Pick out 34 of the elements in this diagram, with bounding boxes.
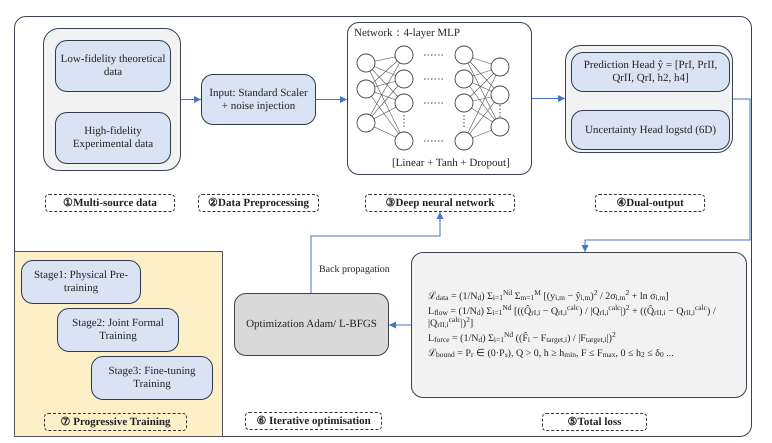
arrow bbox=[532, 95, 566, 102]
loss-formula: L$_{flow}$ = (1/N$_{d}$) Σ$_{i=1}$$^{Nd}$ [((Q̂$_{rI,i}$ − Q$_{rI,i}$$^{calc}$) / |Q$_{rI,i}$$^{calc}$|)$^{2}$ + ((Q̂$_{rII,i}$ − Q$_{rII,i}$$^{calc}$) / |Q$_{rII,i}$$^{calc}$|)$^{2}$] bbox=[428, 306, 717, 330]
process-box: Uncertainty Head logstd (6D) bbox=[571, 110, 730, 150]
arrow bbox=[388, 322, 412, 328]
section-caption: ⑥ Iterative optimisation bbox=[245, 412, 382, 430]
section-caption: ③Deep neural network bbox=[365, 194, 515, 212]
section-caption: ⑤Total loss bbox=[542, 413, 647, 431]
process-box: Stage1: Physical Pre-training bbox=[21, 260, 141, 304]
group-panel bbox=[565, 45, 733, 153]
section-caption: ②Data Preprocessing bbox=[198, 194, 319, 212]
edge-label: Back propagation bbox=[318, 262, 391, 277]
stage-panel bbox=[14, 251, 223, 437]
network-title: Network：4-layer MLP bbox=[354, 26, 460, 41]
network-panel bbox=[347, 22, 532, 175]
process-box: Stage3: Fine-tuning Training bbox=[91, 356, 213, 400]
process-box: Stage2: Joint Formal Training bbox=[57, 308, 179, 352]
loss-formula-panel bbox=[411, 252, 747, 398]
loss-formula: ℒ$_{data}$ = (1/N$_{d}$) Σ$_{i=1}$$^{Nd}$ Σ$_{m=1}$$^{M}$ [(y$_{i,m}$ − ŷ$_{i,m}$)$^{2}$ / 2σ$_{i,m}$$^{2}$ + ln σ$_{i,m}$] bbox=[428, 290, 670, 302]
process-box: Low-fidelity theoretical data bbox=[55, 40, 171, 92]
optimizer-box: Optimization Adam/ L-BFGS bbox=[234, 293, 389, 356]
section-caption: ①Multi-source data bbox=[45, 194, 175, 212]
group-panel bbox=[43, 28, 181, 171]
loss-formula: ℒ$_{bound}$ = P$_{r}$ ∈ (0·P$_{s}$), Q > 0, h ≥ h$_{min}$, F ≤ F$_{max}$, 0 ≤ h$_{2}$ ≤ δ$_{0}$ ... bbox=[428, 348, 675, 360]
process-box: Input: Standard Scaler + noise injection bbox=[201, 74, 316, 125]
network-layer-note: [Linear + Tanh + Dropout] bbox=[392, 156, 510, 170]
section-caption: ⑦ Progressive Training bbox=[44, 413, 187, 431]
arrow bbox=[180, 96, 202, 103]
arrow bbox=[310, 212, 444, 294]
section-caption: ④Dual-output bbox=[595, 194, 705, 212]
arrow bbox=[316, 96, 348, 103]
arrow bbox=[582, 98, 750, 252]
process-box: High-fidelity Experimental data bbox=[55, 112, 171, 164]
loss-formula: L$_{force}$ = (1/N$_{d}$) Σ$_{i=1}$$^{Nd}$ ((F̂$_{i}$ − F$_{target,i}$) / |F$_{target,i}$|)$^{2}$ bbox=[428, 332, 617, 344]
process-box: Prediction Head ŷ = [PrI, PrII, QrII, QrI, h2, h4] bbox=[571, 52, 730, 92]
